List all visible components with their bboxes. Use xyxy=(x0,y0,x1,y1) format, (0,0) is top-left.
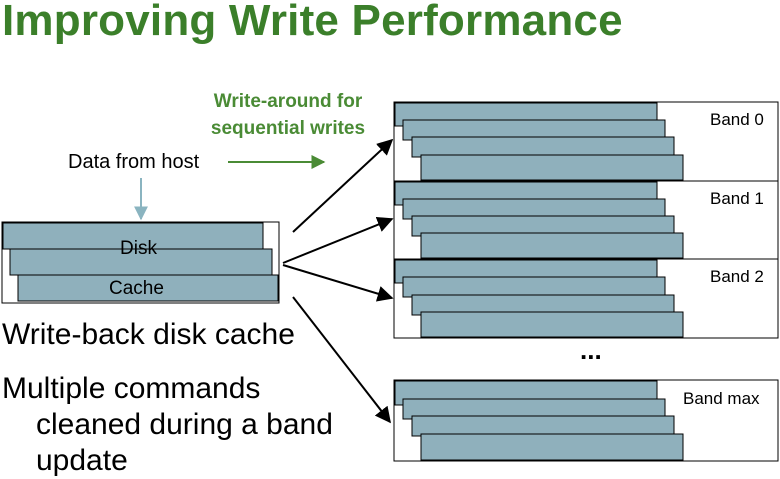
arrow-to-band-max xyxy=(292,296,391,424)
arrow-to-band-0 xyxy=(292,138,394,233)
write-around-label-line2: sequential writes xyxy=(210,118,366,139)
cache-platter xyxy=(9,248,273,276)
disk-cache-box xyxy=(1,221,280,304)
page-title: Improving Write Performance xyxy=(2,0,623,45)
band-2 xyxy=(393,258,779,339)
cache-label-cache: Cache xyxy=(109,278,164,299)
band-label-2: Band 2 xyxy=(710,267,764,286)
arrow-to-band-1 xyxy=(282,216,394,264)
data-from-host-label: Data from host xyxy=(68,151,200,173)
band-label-1: Band 1 xyxy=(710,189,764,208)
band-max xyxy=(393,379,779,462)
band-label-max: Band max xyxy=(683,389,760,408)
multiple-commands-line2: cleaned during a band xyxy=(36,408,333,441)
bands-ellipsis: ... xyxy=(580,335,602,365)
write-around-label-line1: Write-around for xyxy=(213,91,363,112)
band-1 xyxy=(393,180,779,260)
cache-label-disk: Disk xyxy=(120,238,157,259)
writeback-text: Write-back disk cache xyxy=(2,318,295,351)
cache-platter xyxy=(17,274,279,302)
band-label-0: Band 0 xyxy=(710,110,764,129)
cache-platter xyxy=(2,222,264,250)
multiple-commands-line1: Multiple commands xyxy=(2,372,261,405)
write-around-label: Write-around for sequential writes xyxy=(198,88,378,142)
band-0 xyxy=(393,101,779,182)
multiple-commands-line3: update xyxy=(36,444,128,477)
arrow-to-band-2 xyxy=(282,264,394,302)
